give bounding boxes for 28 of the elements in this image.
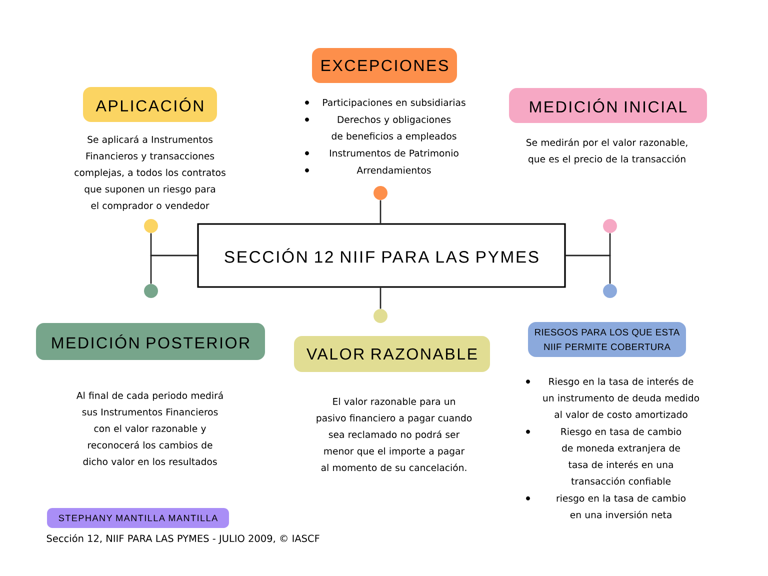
list-item: Arrendamientos [356,166,431,174]
connector-line [150,254,198,284]
body-text: Al final de cada periodo medirá sus Instrumentos Financieros con el valor razonable y reconocerá los cambios de dicho valor en los resultados [76,391,223,466]
connector-dot [374,186,388,200]
list-item: Participaciones en subsidiarias [323,98,466,108]
connector-line [566,254,611,284]
heading-box: MEDICIÓN INICIAL [509,88,707,123]
connector-dot [603,284,617,298]
name-badge: STEPHANY MANTILLA MANTILLA [47,508,229,528]
body-text: Se aplicará a Instrumentos Financieros y transacciones complejas, a todos los contratos que suponen un riesgo para el comprador o vendedor [74,135,226,211]
heading-box: EXCEPCIONES [312,48,457,83]
body-text: El valor razonable para un pasivo financiero a pagar cuando sea reclamado no podrá ser menor que el importe a pagar al momento de su cancelación. [316,398,472,472]
connector-dot [144,284,158,298]
list-item: Instrumentos de Patrimonio [330,149,458,157]
title-box: SECCIÓN 12 NIIF PARA LAS PYMES [197,223,566,288]
body-text: Se medirán por el valor razonable, que es el precio de la transacción [526,138,688,164]
list-item: Derechos y obligaciones de beneficios a empleados [332,116,456,142]
heading-box: VALOR RAZONABLE [294,336,490,372]
heading-box: APLICACIÓN [83,87,217,122]
connector-dot [374,309,388,323]
connector-dot [603,219,617,233]
connector-line [380,288,382,309]
heading-box: RIESGOS PARA LOS QUE ESTA NIIF PERMITE COBERTURA [528,322,686,357]
connector-line [380,200,382,224]
list-item: riesgo en la tasa de cambio en una inversión neta [556,494,686,518]
list-item: Riesgo en la tasa de interés de un instrumento de deuda medido al valor de costo amortizado [543,377,700,418]
heading-box: MEDICIÓN POSTERIOR [36,323,265,360]
connector-dot [144,219,158,233]
